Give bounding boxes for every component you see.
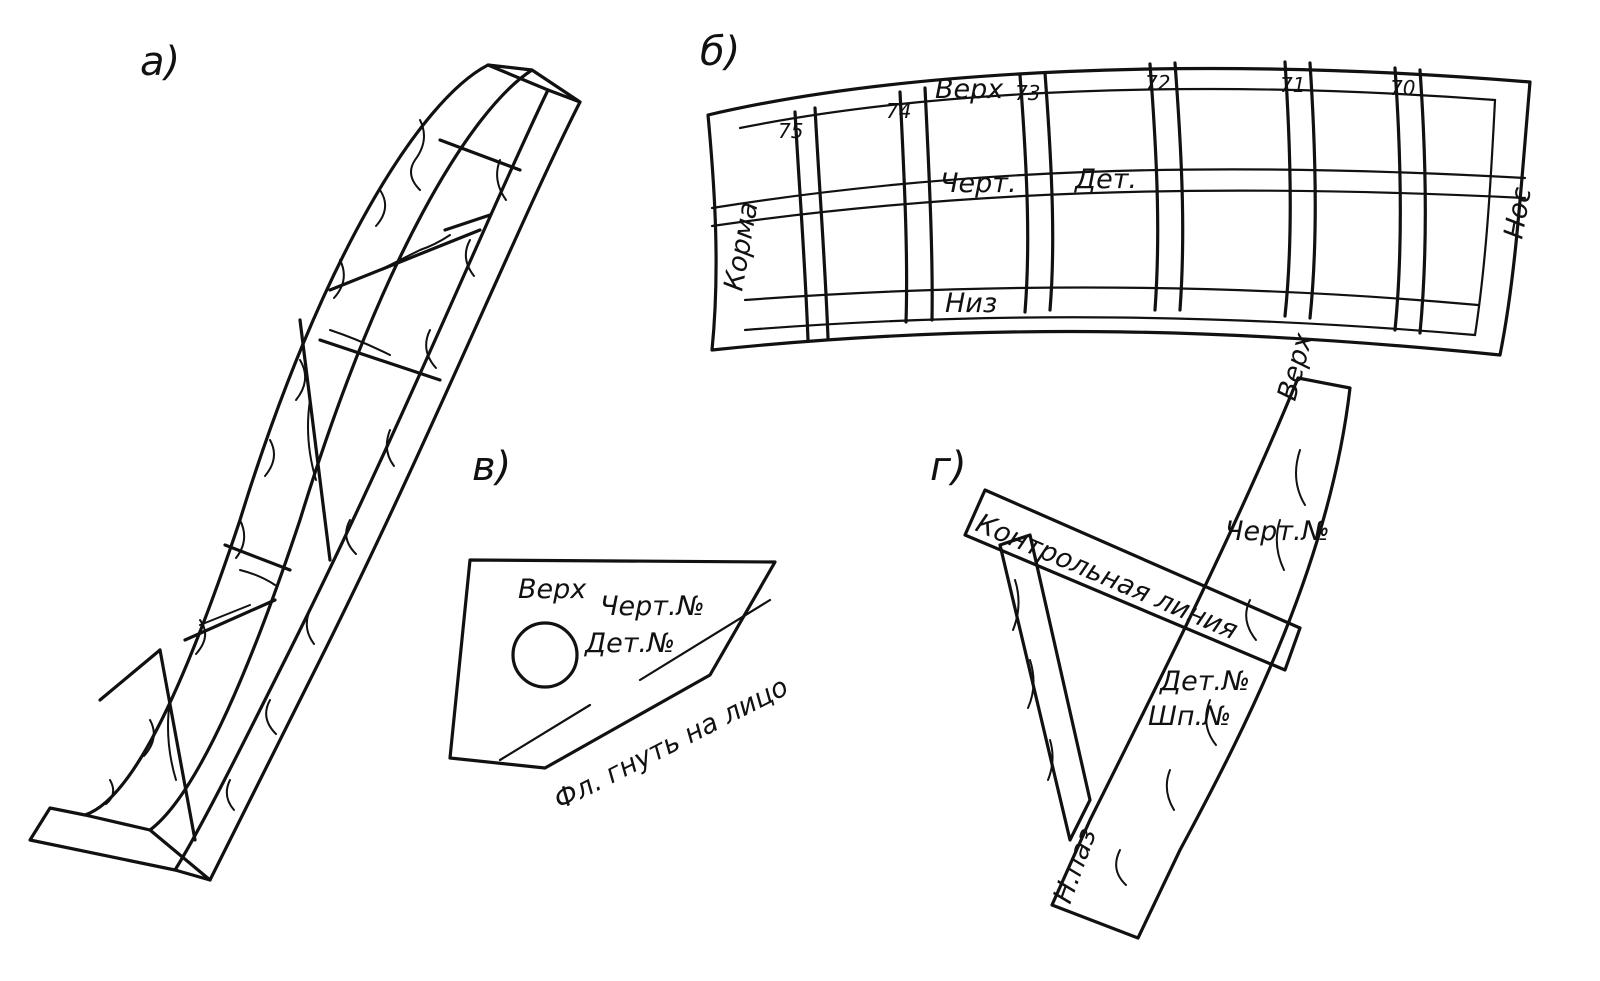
batten-long-grain [1115,449,1306,886]
truss-strut-9 [98,648,162,702]
truss-bottom-end-block [28,806,212,882]
panel-b-label: б) [700,29,740,75]
grid-top-mark: Верх [935,74,1004,105]
control-line-bar [963,488,1302,672]
grid-drawing-mark: Черт. [940,168,1017,199]
batten-long-piece [1050,376,1352,940]
grid-frame-bar-1 [793,106,830,342]
grid-frame-bar-4 [1148,61,1185,312]
batten-frame-no: Шп.№ [1148,701,1231,732]
frame-number-71: 71 [1280,73,1305,97]
grid-frame-bar-6 [1393,66,1427,335]
panel-v-label: в) [472,444,511,490]
frame-number-70: 70 [1390,76,1415,100]
grid-frame-bar-2 [898,86,934,324]
plate-hole [511,621,579,689]
grid-horizontal-3 [743,286,1480,307]
truss-outer-rail-edge-1 [208,100,582,882]
grid-horizontal-2 [710,189,1527,228]
truss-inner-rail-outer-edge [83,63,490,817]
grid-panel-outline [706,66,1532,357]
panel-g-label: г) [930,444,967,490]
grid-horizontal-1 [710,168,1527,210]
truss-wood-grain-1 [105,119,425,805]
batten-top-mark: Верх [1272,329,1320,404]
truss-strut-8 [158,648,197,842]
plate-outline [448,558,777,770]
truss-strut-5 [298,318,332,562]
truss-strut-2 [443,213,492,232]
grid-stern-mark: Корма [718,199,764,293]
grid-bottom-mark: Низ [945,288,997,319]
panel-b-curved-grid: б) 75 74 73 72 71 70 Верх Черт. Дет. Низ… [700,29,1538,357]
grid-frame-bar-3 [1018,71,1055,314]
batten-seam-mark: Н.паз [1047,824,1103,907]
truss-strut-1 [438,138,522,172]
truss-wood-grain-2 [225,159,507,811]
truss-top-end-block [486,63,582,104]
truss-strut-6 [223,543,292,572]
grid-detail-mark: Дет. [1074,164,1137,195]
truss-strut-4 [318,338,442,382]
frame-number-75: 75 [778,119,803,143]
plate-bend-line-2 [498,703,592,762]
grid-frame-bar-5 [1283,60,1317,320]
plate-detail-no: Дет.№ [584,628,675,659]
truss-wood-grain-3 [167,234,451,781]
panel-a-curved-truss: а) [28,39,582,882]
truss-strut-7 [183,598,277,642]
truss-inner-rail-inner-edge [148,68,534,832]
frame-number-74: 74 [886,99,911,123]
panel-a-label: а) [140,39,180,85]
control-line-label: Контрольная линия [971,508,1242,646]
grid-bow-mark: Нос [1498,185,1538,241]
truss-outer-rail-edge-2 [173,88,550,872]
panel-v-plate: в) Верх Черт.№ Дет.№ Фл. гнуть на лицо [448,444,793,816]
batten-left-piece [998,533,1092,842]
plate-bend-line-1 [638,598,772,682]
grid-panel-inner-border [738,87,1497,337]
plate-top-mark: Верх [518,574,587,605]
frame-number-72: 72 [1145,71,1170,95]
batten-drawing-no: Черт.№ [1225,516,1330,547]
frame-number-73: 73 [1015,81,1040,105]
batten-detail-no: Дет.№ [1159,666,1250,697]
plate-drawing-no: Черт.№ [600,591,705,622]
truss-strut-3 [328,228,482,292]
panel-g-batten: г) Верх Контрольная линия Черт.№ Дет.№ Ш… [930,329,1352,940]
batten-left-grain [1012,579,1054,781]
